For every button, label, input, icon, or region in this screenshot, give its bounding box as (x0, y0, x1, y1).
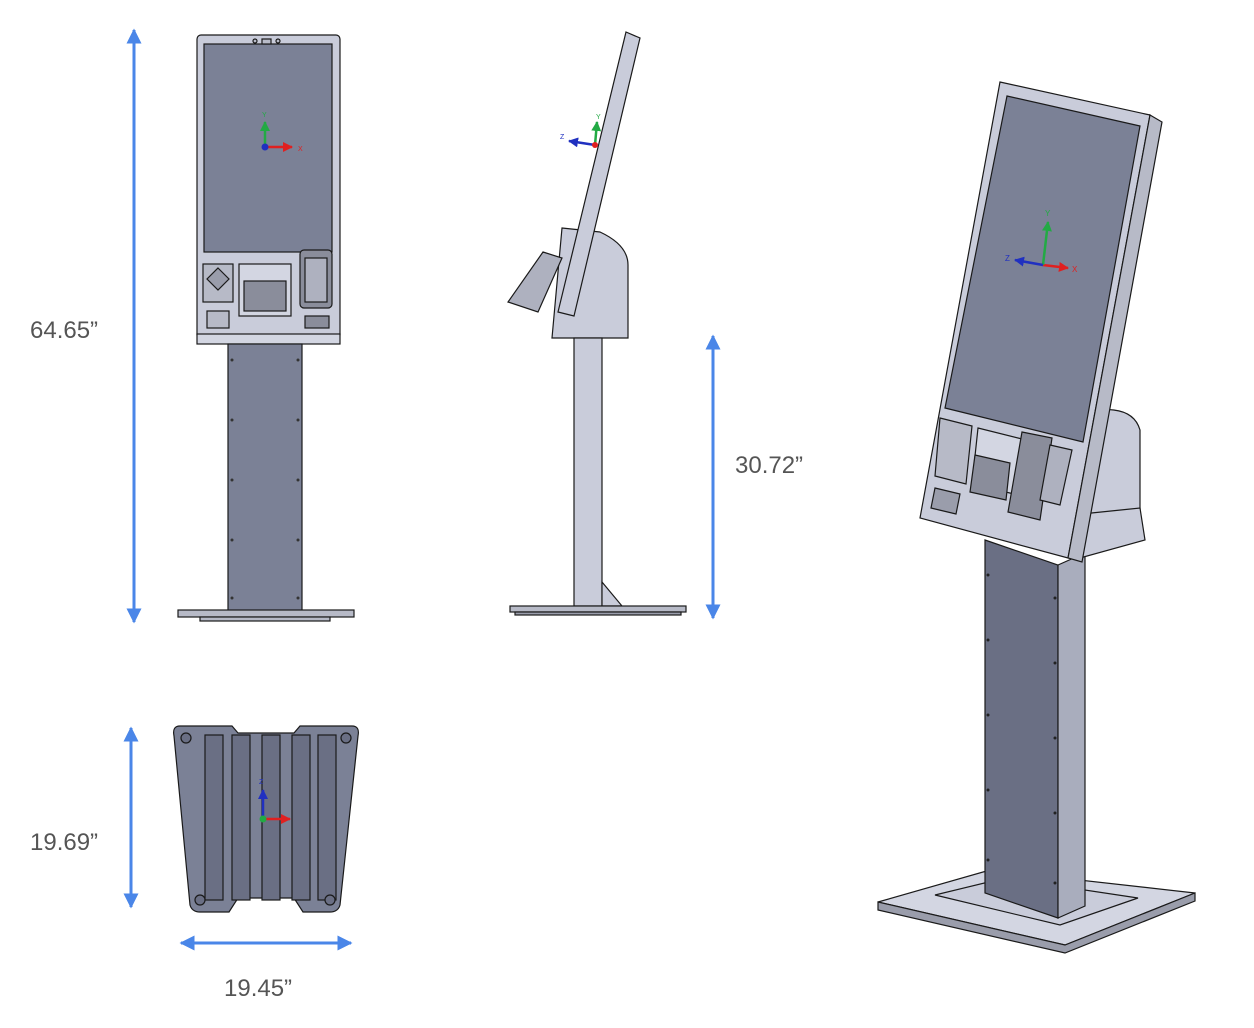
side-base (509, 605, 687, 613)
iso-keypad (934, 417, 973, 485)
iso-axis-x-label: X (1072, 265, 1078, 274)
side-card-reader (507, 251, 563, 313)
isometric-view (877, 81, 1196, 954)
front-axis-y-label: Y (262, 112, 267, 119)
side-pole (573, 337, 603, 607)
front-base (177, 609, 355, 618)
front-pole-screws (230, 358, 300, 600)
iso-axis-triad (1014, 221, 1069, 272)
iso-pole-front (984, 539, 1059, 919)
base-depth-label: 19.69” (30, 829, 99, 856)
iso-axis-y-label: Y (1045, 209, 1051, 218)
iso-axis-z-label: Z (1005, 254, 1010, 263)
side-view (507, 31, 687, 616)
pedestal-height-label: 30.72” (735, 452, 804, 479)
side-screen-panel (557, 31, 641, 317)
front-pole (227, 343, 303, 613)
overall-height-label: 64.65” (30, 317, 99, 344)
base-axis-triad (258, 789, 291, 824)
side-axis-y-label: Y (596, 114, 601, 121)
front-axis-triad (260, 121, 293, 152)
side-axis-z-label: Z (560, 134, 565, 141)
side-axis-triad (568, 121, 602, 148)
base-width-label: 19.45” (224, 975, 293, 1002)
base-axis-z-label: Z (259, 779, 264, 786)
front-axis-x-label: X (298, 146, 303, 153)
iso-screen (944, 95, 1141, 443)
iso-pole-screws (986, 573, 1057, 885)
